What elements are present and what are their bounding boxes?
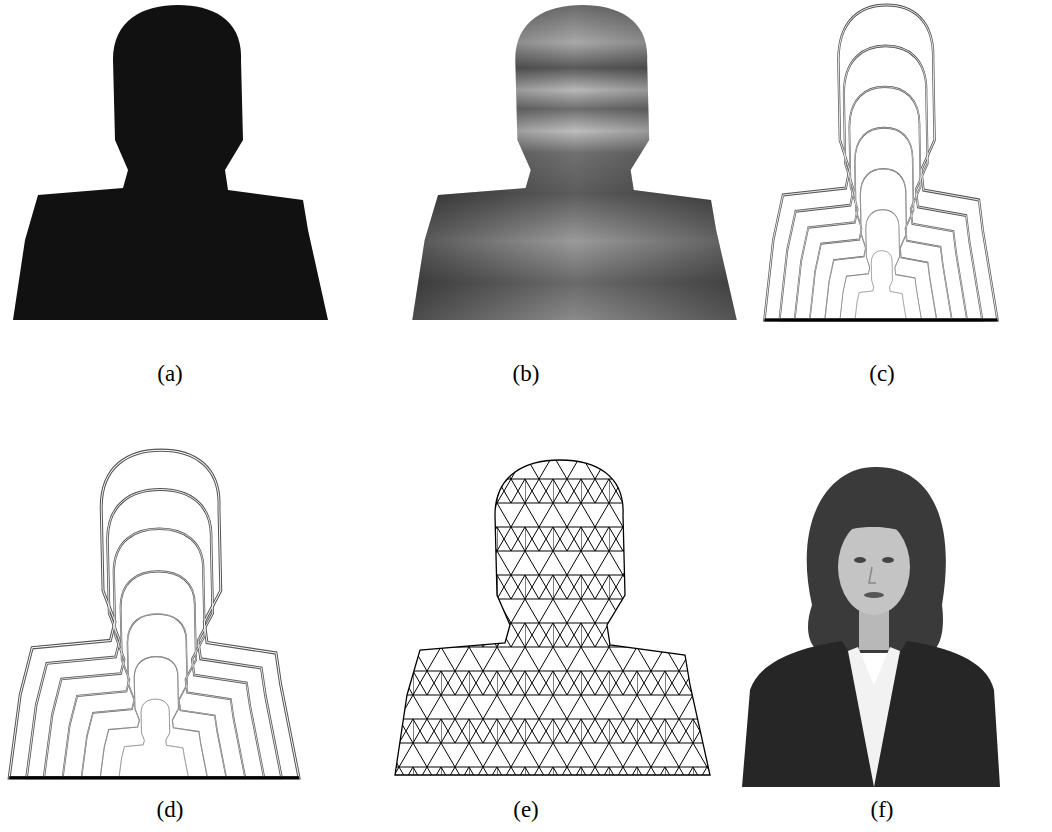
panel-label: (d) [157,797,184,823]
silhouette-panel [13,5,328,320]
panel-label: (e) [513,797,539,823]
shaded-surface-panel [412,5,736,320]
panel-label: (c) [869,361,895,387]
contour-panel [9,450,299,778]
contour-panel [764,5,997,320]
panel-label: (f) [871,797,894,823]
mesh-panel [385,455,725,785]
panel-label: (a) [157,361,183,387]
photo-panel [742,467,1000,787]
panel-label: (b) [513,361,540,387]
